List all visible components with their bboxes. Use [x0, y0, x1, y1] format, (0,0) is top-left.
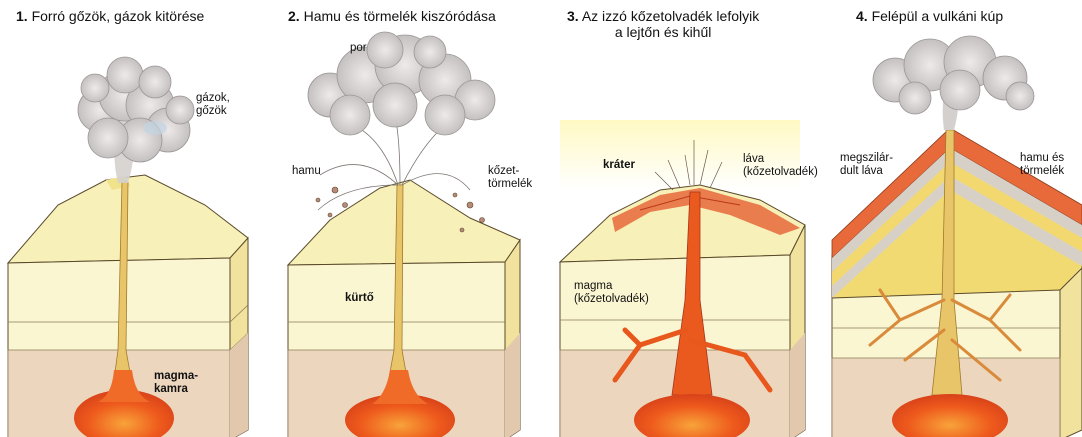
label-ash: hamu [292, 165, 321, 178]
label-ash-and-debris: hamu és törmelék [1020, 152, 1064, 178]
label-dust: por [350, 42, 367, 55]
label-gases: gázok, gőzök [196, 92, 230, 118]
label-solidified-lava: megszilár- dult láva [840, 152, 893, 178]
panel-4 [832, 36, 1082, 437]
panel-4-title: 4. Felépül a vulkáni kúp [856, 8, 1003, 24]
label-magma-chamber: magma- kamra [154, 370, 198, 396]
label-magma: magma (kőzetolvadék) [574, 280, 649, 306]
panel-2 [288, 32, 520, 437]
label-crater: kráter [603, 159, 635, 172]
label-lava: láva (kőzetolvadék) [743, 153, 818, 179]
label-rock-debris: kőzet- törmelék [488, 165, 532, 191]
panel-1-title: 1. Forró gőzök, gázok kitörése [16, 8, 204, 24]
panel-2-title: 2. Hamu és törmelék kiszóródása [288, 8, 496, 24]
panel-3-title: 3. Az izzó kőzetolvadék lefolyik a lejtő… [567, 8, 759, 40]
label-vent: kürtő [345, 292, 374, 305]
